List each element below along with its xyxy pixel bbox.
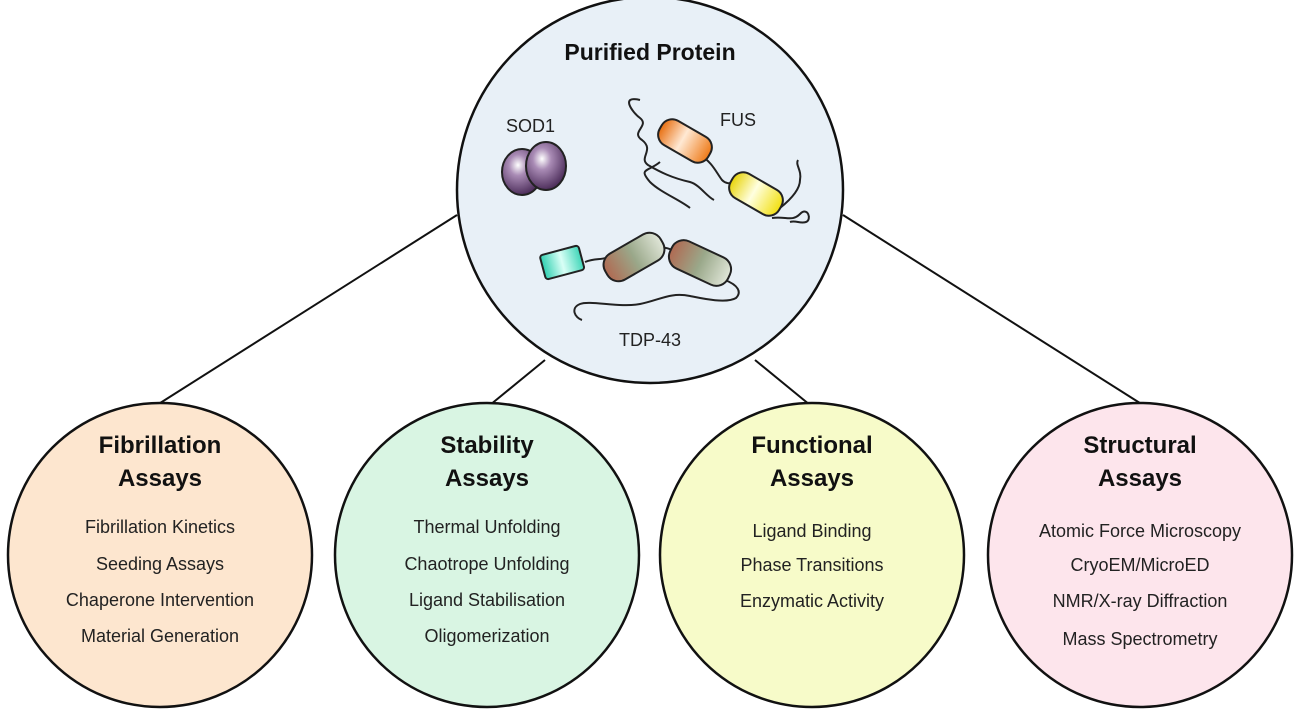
- structural-item: Atomic Force Microscopy: [1039, 521, 1241, 541]
- functional-title-line2: Assays: [770, 465, 854, 492]
- stability-item: Oligomerization: [424, 626, 549, 646]
- functional-item: Phase Transitions: [740, 555, 883, 575]
- structural-item: CryoEM/MicroED: [1070, 555, 1209, 575]
- functional-assays-node: Functional Assays Ligand Binding Phase T…: [658, 401, 966, 709]
- stability-item: Thermal Unfolding: [413, 517, 560, 537]
- stability-title-line1: Stability: [440, 432, 534, 459]
- purified-protein-node: Purified Protein SOD1 FUS TDP-43: [455, 0, 845, 385]
- fibrillation-item: Chaperone Intervention: [66, 590, 254, 610]
- connector-functional: [754, 359, 811, 406]
- connector-fibrillation: [156, 214, 458, 406]
- stability-title-line2: Assays: [445, 465, 529, 492]
- fibrillation-assays-node: Fibrillation Assays Fibrillation Kinetic…: [6, 401, 314, 709]
- functional-item: Enzymatic Activity: [740, 591, 884, 611]
- connector-structural: [842, 214, 1144, 406]
- fibrillation-title-line1: Fibrillation: [99, 432, 222, 459]
- functional-circle: [658, 401, 966, 709]
- fibrillation-item: Fibrillation Kinetics: [85, 517, 235, 537]
- fibrillation-item: Seeding Assays: [96, 554, 224, 574]
- sod1-label: SOD1: [506, 116, 555, 136]
- tdp43-domains-icon: [539, 231, 740, 321]
- sod1-dimer-icon: [501, 141, 567, 196]
- structural-circle: [986, 401, 1294, 709]
- structural-item: NMR/X-ray Diffraction: [1053, 591, 1228, 611]
- center-circle: [455, 0, 845, 385]
- center-title: Purified Protein: [564, 39, 735, 65]
- functional-item: Ligand Binding: [752, 521, 871, 541]
- fibrillation-circle: [6, 401, 314, 709]
- fus-label: FUS: [720, 110, 756, 130]
- fibrillation-title-line2: Assays: [118, 465, 202, 492]
- structural-title-line1: Structural: [1083, 432, 1196, 459]
- functional-title-line1: Functional: [751, 432, 872, 459]
- connector-stability: [489, 359, 546, 406]
- tdp43-label: TDP-43: [619, 330, 681, 350]
- stability-assays-node: Stability Assays Thermal Unfolding Chaot…: [333, 401, 641, 709]
- stability-circle: [333, 401, 641, 709]
- stability-item: Ligand Stabilisation: [409, 590, 565, 610]
- structural-assays-node: Structural Assays Atomic Force Microscop…: [986, 401, 1294, 709]
- fibrillation-item: Material Generation: [81, 626, 239, 646]
- fus-domains-icon: [628, 98, 810, 224]
- connector-lines: [156, 214, 1144, 406]
- structural-item: Mass Spectrometry: [1062, 629, 1217, 649]
- stability-item: Chaotrope Unfolding: [404, 554, 569, 574]
- structural-title-line2: Assays: [1098, 465, 1182, 492]
